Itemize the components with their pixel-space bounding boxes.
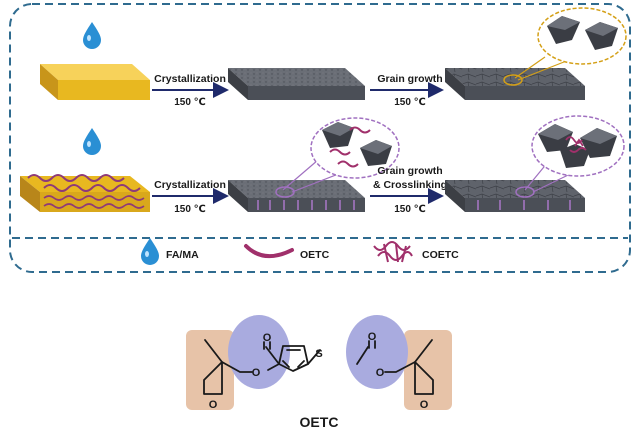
legend-fama-droplet-icon [141, 238, 159, 265]
row2-coetc-zoom-callout [515, 115, 625, 198]
atom-o-oxetane-right: O [420, 399, 429, 411]
oxetane-highlight-right [404, 330, 452, 410]
oxetane-highlight-left [186, 330, 234, 410]
row2-oetc-zoom-callout [275, 117, 400, 198]
row2-solvent-droplet-icon [83, 128, 101, 155]
row1-step2-label: Grain growth [377, 73, 442, 85]
ester-highlight-right [346, 315, 408, 389]
molecule-name-label: OETC [300, 414, 339, 430]
row2-step1-temp: 150 ℃ [174, 204, 206, 215]
process-panel [9, 3, 631, 273]
atom-o-ester-right: O [376, 367, 385, 379]
row1-step1-label: Crystallization [154, 73, 226, 85]
legend-coetc-network-icon [373, 241, 413, 263]
row1-step1-temp: 150 ℃ [174, 97, 206, 108]
row2-step1-label: Crystallization [154, 179, 226, 191]
atom-o-ester-left: O [252, 367, 261, 379]
atom-o-carbonyl-right: O [368, 331, 377, 343]
row1-yellow-precursor-film [40, 64, 150, 100]
legend-fama-label: FA/MA [166, 249, 199, 261]
row2-step2-label-line2: & Crosslinking [373, 179, 447, 191]
row1-solvent-droplet-icon [83, 22, 101, 49]
row2-step2-label-line1: Grain growth [377, 165, 442, 177]
row1-step2-temp: 150 ℃ [394, 97, 426, 108]
oetc-molecule-structure: O O S O O O O [186, 315, 452, 411]
legend-coetc-label: COETC [422, 249, 459, 261]
legend-oetc-chain-icon [244, 244, 294, 258]
atom-s-thiophene: S [315, 348, 322, 360]
row2-step2-temp: 150 ℃ [394, 204, 426, 215]
ester-highlight-left [228, 315, 290, 389]
row1-grain-zoom-callout [503, 7, 627, 86]
row2-large-grain-crosslinked-film [445, 180, 585, 212]
atom-o-oxetane-left: O [209, 399, 218, 411]
row2-yellow-film-with-oetc [20, 174, 150, 212]
row2-crystallized-film [228, 180, 365, 212]
row1-large-grain-film [445, 68, 585, 100]
row1-crystallized-film [228, 68, 365, 100]
atom-o-carbonyl-left: O [263, 332, 272, 344]
legend-oetc-label: OETC [300, 249, 330, 261]
